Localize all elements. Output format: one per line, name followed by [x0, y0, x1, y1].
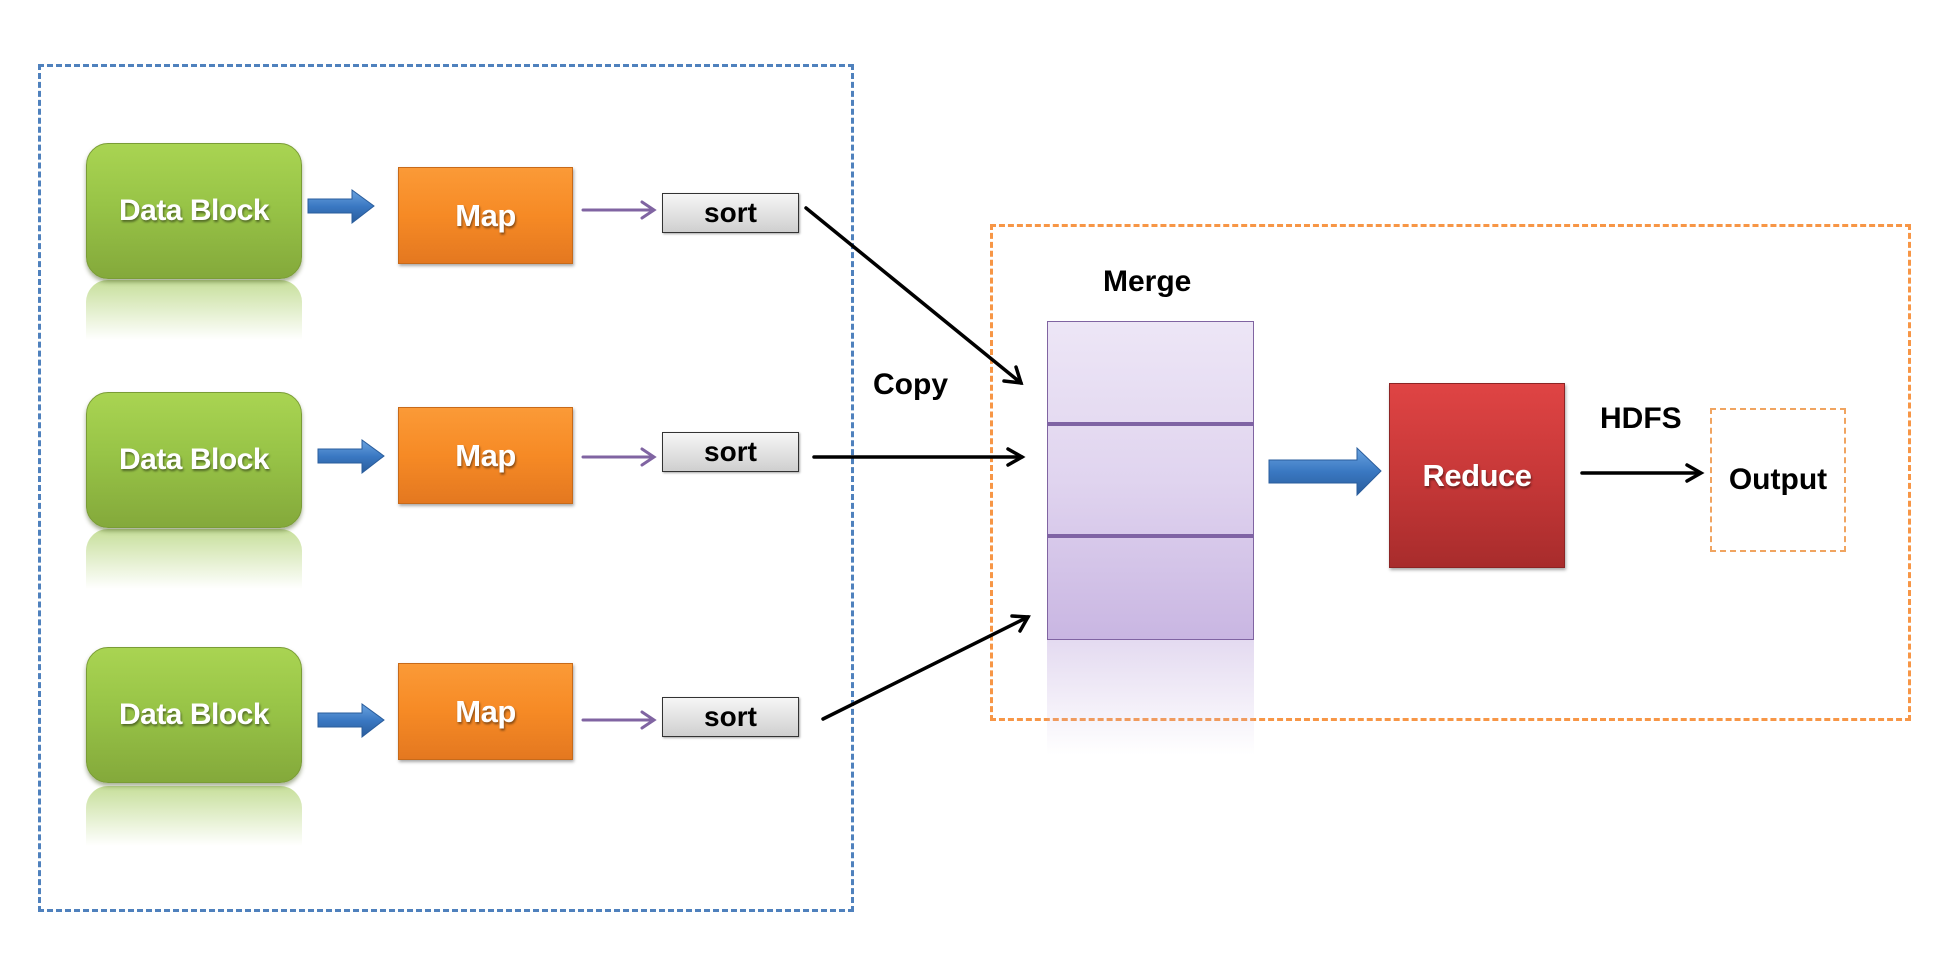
- copy-arrow-icon: [812, 447, 1026, 467]
- merge-buffer[interactable]: [1047, 321, 1254, 640]
- sort-arrow-icon: [581, 710, 657, 730]
- reduce-phase-region: [990, 224, 1911, 721]
- output-box[interactable]: Output: [1710, 408, 1846, 552]
- merge-segment-divider: [1047, 534, 1254, 538]
- copy-label: Copy: [873, 368, 948, 401]
- map-label: Map: [455, 693, 516, 729]
- hdfs-arrow-icon: [1580, 463, 1705, 483]
- copy-arrow-icon: [804, 206, 1024, 386]
- reduce-task[interactable]: Reduce: [1389, 383, 1565, 568]
- block-arrow-icon: [307, 189, 375, 225]
- sort-label: sort: [704, 197, 757, 228]
- map-task-2[interactable]: Map: [398, 407, 573, 504]
- sort-step-2[interactable]: sort: [662, 432, 799, 472]
- map-phase-region: [38, 64, 854, 912]
- merge-to-reduce-arrow-icon: [1268, 446, 1382, 497]
- data-block-1[interactable]: Data Block: [86, 143, 302, 279]
- map-task-1[interactable]: Map: [398, 167, 573, 264]
- map-task-3[interactable]: Map: [398, 663, 573, 760]
- data-block-label: Data Block: [118, 698, 270, 731]
- data-block-3[interactable]: Data Block: [86, 647, 302, 783]
- reduce-label: Reduce: [1422, 457, 1532, 493]
- output-label: Output: [1728, 463, 1828, 496]
- data-block-reflection: [86, 529, 302, 589]
- data-block-2[interactable]: Data Block: [86, 392, 302, 528]
- data-block-reflection: [86, 786, 302, 846]
- hdfs-label: HDFS: [1600, 402, 1682, 435]
- sort-step-3[interactable]: sort: [662, 697, 799, 737]
- data-block-label: Data Block: [118, 194, 270, 227]
- merge-reflection: [1047, 640, 1254, 755]
- data-block-label: Data Block: [118, 443, 270, 476]
- merge-label: Merge: [1103, 265, 1192, 298]
- block-arrow-icon: [317, 703, 385, 739]
- sort-label: sort: [704, 701, 757, 732]
- copy-arrow-icon: [821, 614, 1031, 721]
- map-label: Map: [455, 197, 516, 233]
- block-arrow-icon: [317, 439, 385, 475]
- merge-segment-divider: [1047, 422, 1254, 426]
- sort-label: sort: [704, 436, 757, 467]
- sort-step-1[interactable]: sort: [662, 193, 799, 233]
- data-block-reflection: [86, 280, 302, 340]
- sort-arrow-icon: [581, 200, 657, 220]
- sort-arrow-icon: [581, 447, 657, 467]
- map-label: Map: [455, 437, 516, 473]
